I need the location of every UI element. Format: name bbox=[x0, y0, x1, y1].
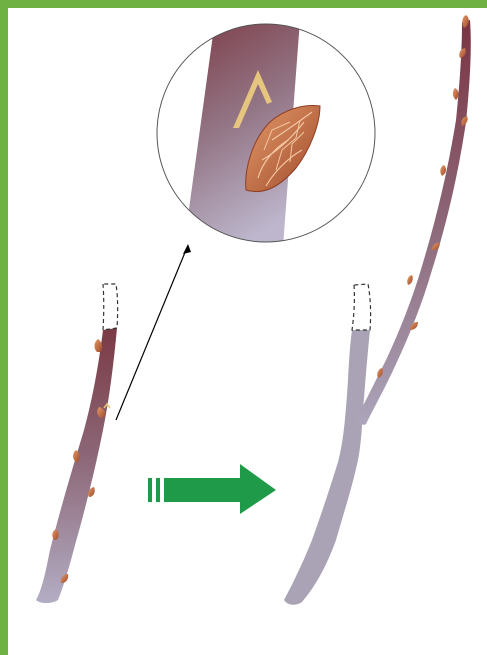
new-shoot bbox=[357, 20, 471, 425]
stem-before-pruning bbox=[36, 284, 118, 603]
leader-arrow bbox=[116, 244, 191, 420]
zoom-circle bbox=[157, 20, 375, 260]
removed-tip-outline bbox=[103, 284, 118, 330]
trunk bbox=[284, 330, 370, 605]
bud-icon bbox=[377, 15, 469, 378]
removed-tip-outline bbox=[352, 284, 371, 330]
right-arrow-icon bbox=[148, 464, 276, 514]
